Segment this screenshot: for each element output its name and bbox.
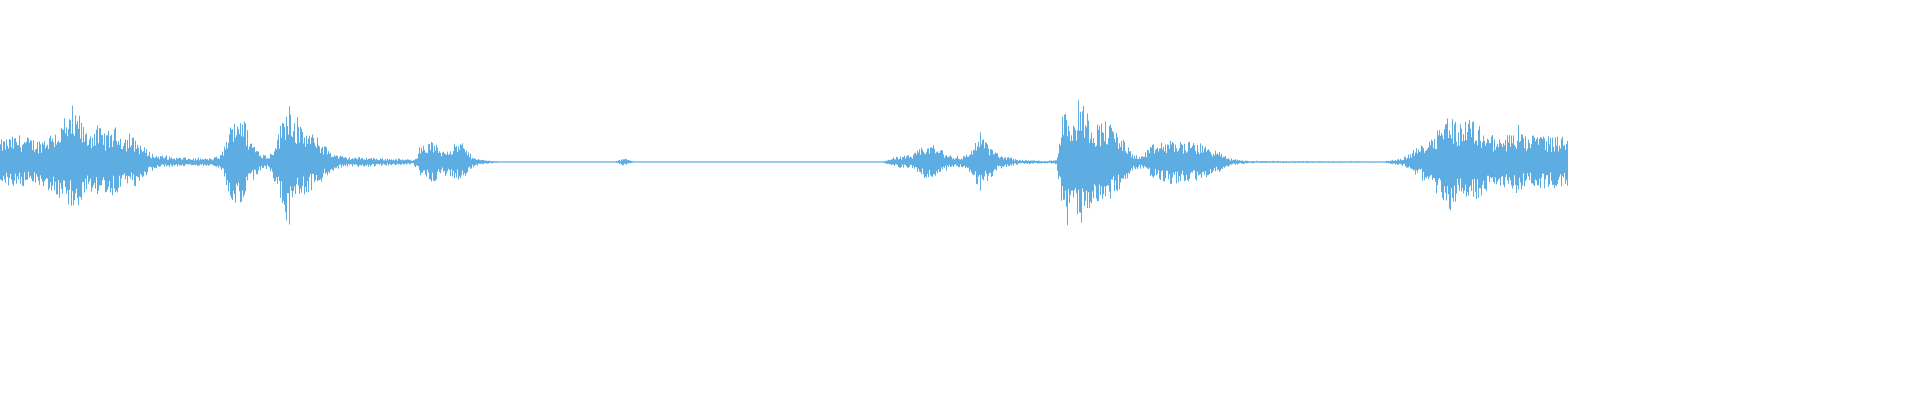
waveform-samples bbox=[0, 100, 1568, 226]
waveform-bars bbox=[0, 100, 1568, 226]
